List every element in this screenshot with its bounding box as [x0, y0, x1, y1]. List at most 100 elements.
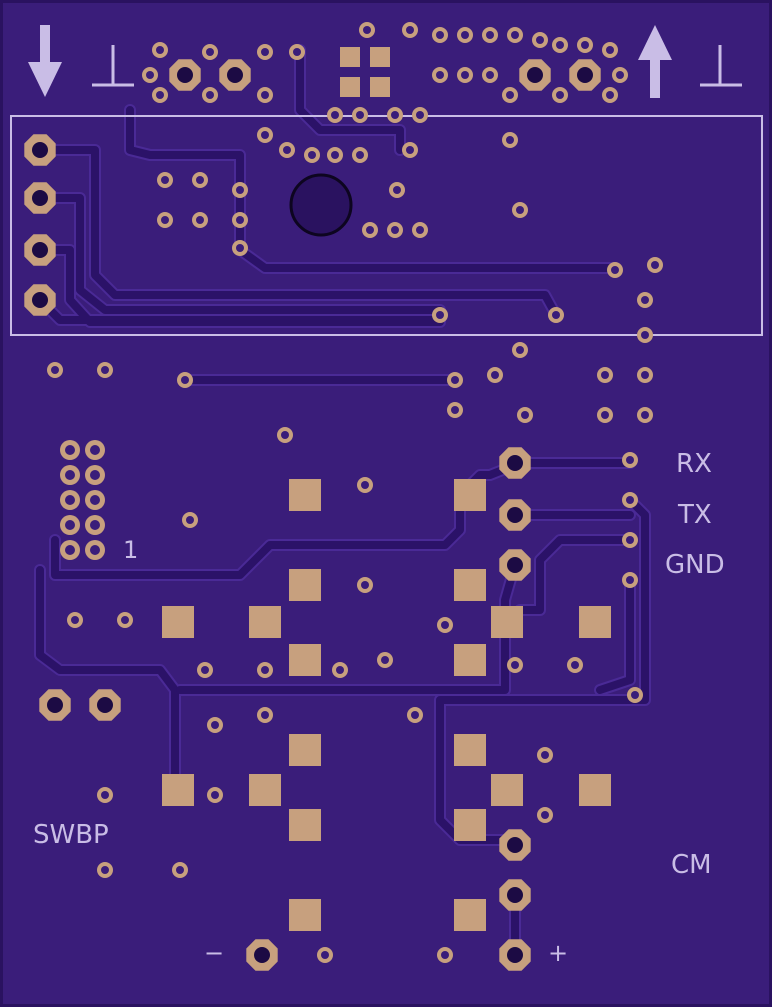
via-drill — [156, 46, 164, 54]
pad-drill — [507, 557, 523, 573]
via-drill — [211, 791, 219, 799]
via-drill — [436, 71, 444, 79]
via-drill — [366, 226, 374, 234]
via-drill — [541, 811, 549, 819]
pad-drill — [32, 292, 48, 308]
pad-drill — [507, 837, 523, 853]
pad-drill — [47, 697, 63, 713]
via-drill — [491, 371, 499, 379]
via-drill — [90, 520, 100, 530]
pad-drill — [527, 67, 543, 83]
via-drill — [641, 296, 649, 304]
rx-label: RX — [676, 449, 712, 479]
via-drill — [101, 866, 109, 874]
via-drill — [196, 176, 204, 184]
via-drill — [391, 226, 399, 234]
via-drill — [161, 216, 169, 224]
via-drill — [416, 226, 424, 234]
ground-symbol-icon-2 — [700, 45, 742, 87]
smd-pad — [289, 734, 321, 766]
via-drill — [281, 431, 289, 439]
pad-drill — [177, 67, 193, 83]
via-drill — [381, 656, 389, 664]
via-drill — [206, 48, 214, 56]
via-drill — [626, 456, 634, 464]
smd-pad — [289, 479, 321, 511]
via-drill — [461, 71, 469, 79]
pad-drill — [32, 190, 48, 206]
via-drill — [356, 111, 364, 119]
arrow-down-icon — [28, 25, 62, 97]
via-drill — [196, 216, 204, 224]
mounting-hole — [289, 173, 353, 237]
pad-group — [24, 47, 611, 971]
via-drill — [261, 666, 269, 674]
via-drill — [436, 311, 444, 319]
smd-pad — [340, 47, 360, 67]
via-drill — [641, 331, 649, 339]
smd-pad — [579, 606, 611, 638]
via-drill — [176, 866, 184, 874]
via-drill — [65, 470, 75, 480]
smd-pad — [289, 644, 321, 676]
smd-pad — [454, 734, 486, 766]
via-drill — [571, 661, 579, 669]
via-drill — [511, 661, 519, 669]
via-drill — [606, 46, 614, 54]
plus-label: + — [548, 939, 568, 967]
via-drill — [186, 516, 194, 524]
via-drill — [236, 186, 244, 194]
pad-drill — [97, 697, 113, 713]
minus-label: − — [204, 939, 224, 967]
via-drill — [516, 206, 524, 214]
via-drill — [156, 91, 164, 99]
via-drill — [606, 91, 614, 99]
ground-symbol-icon — [92, 45, 134, 87]
via-drill — [336, 666, 344, 674]
via-drill — [581, 41, 589, 49]
via-drill — [65, 445, 75, 455]
via-drill — [536, 36, 544, 44]
pad-drill — [507, 947, 523, 963]
via-drill — [541, 751, 549, 759]
via-drill — [406, 26, 414, 34]
via-drill — [521, 411, 529, 419]
silkscreen-icons — [28, 25, 742, 98]
via-drill — [361, 481, 369, 489]
pad-drill — [227, 67, 243, 83]
via-drill — [181, 376, 189, 384]
via-drill — [206, 91, 214, 99]
via-drill — [393, 186, 401, 194]
via-drill — [236, 216, 244, 224]
via-drill — [51, 366, 59, 374]
via-drill — [651, 261, 659, 269]
via-drill — [601, 371, 609, 379]
via-drill — [556, 41, 564, 49]
smd-pad — [340, 77, 360, 97]
cm-label: CM — [671, 850, 712, 880]
smd-pad — [289, 809, 321, 841]
via-drill — [261, 131, 269, 139]
via-drill — [436, 31, 444, 39]
smd-pad — [454, 569, 486, 601]
pad-drill — [32, 142, 48, 158]
via-drill — [416, 111, 424, 119]
via-drill — [101, 791, 109, 799]
via-drill — [461, 31, 469, 39]
via-drill — [486, 31, 494, 39]
via-drill — [146, 71, 154, 79]
via-drill — [451, 406, 459, 414]
via-drill — [261, 91, 269, 99]
smd-pad — [162, 774, 194, 806]
via-drill — [511, 31, 519, 39]
via-drill — [616, 71, 624, 79]
via-drill — [211, 721, 219, 729]
via-drill — [293, 48, 301, 56]
pad-drill — [254, 947, 270, 963]
via-drill — [308, 151, 316, 159]
via-drill — [261, 48, 269, 56]
pin1-label: 1 — [123, 536, 138, 564]
via-drill — [361, 581, 369, 589]
via-drill — [121, 616, 129, 624]
